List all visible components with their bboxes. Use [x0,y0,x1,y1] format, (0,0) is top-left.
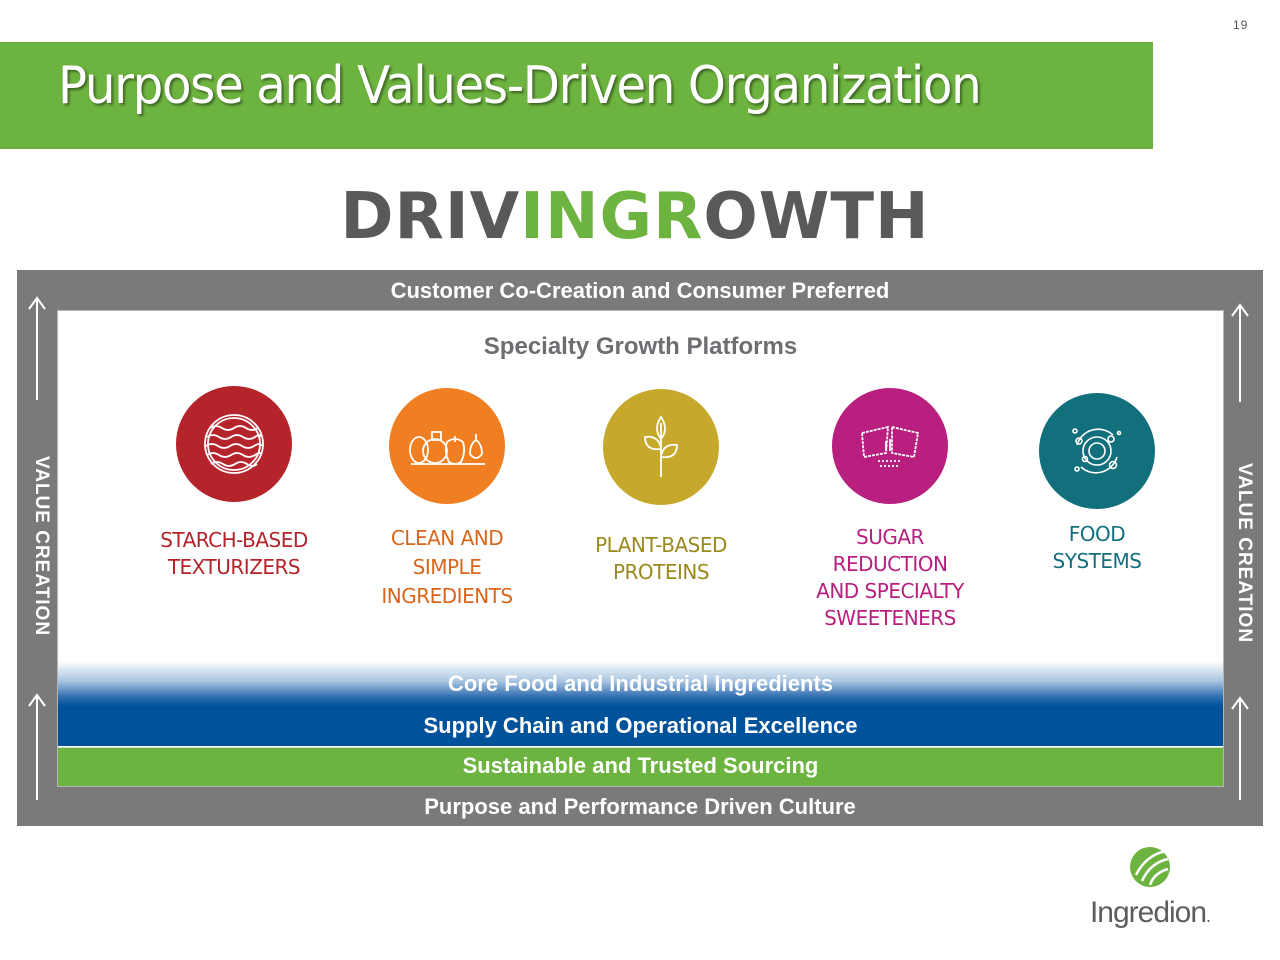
supply-chain-band: Supply Chain and Operational Excellence [58,706,1223,746]
supply-chain-label: Supply Chain and Operational Excellence [423,713,858,738]
slide-title: Purpose and Values-Driven Organization [58,56,982,116]
vegetables-icon [389,388,505,504]
page-number: 19 [1233,18,1249,32]
platform-clean-and-simple: CLEAN AND SIMPLE INGREDIENTS [337,388,557,611]
customer-co-creation-label: Customer Co-Creation and Consumer Prefer… [390,278,890,303]
up-arrow-icon [1230,302,1250,402]
up-arrow-icon [27,295,47,400]
driving-growth-tagline: DRIVINGROWTH [0,180,1270,254]
value-creation-frame: Customer Co-Creation and Consumer Prefer… [17,270,1263,826]
culture-label: Purpose and Performance Driven Culture [424,794,856,819]
up-arrow-icon [1230,695,1250,800]
platform-sugar-reduction: SUGAR REDUCTION AND SPECIALTY SWEETENERS [780,388,1000,632]
tagline-part-1: DRIV [340,180,521,254]
sprout-icon [603,389,719,505]
value-creation-label-left: VALUE CREATION [31,455,53,637]
sustainable-sourcing-band: Sustainable and Trusted Sourcing [58,747,1223,786]
tagline-part-2: INGR [520,180,704,254]
platform-label: FOOD SYSTEMS [1052,522,1142,573]
title-bar: Purpose and Values-Driven Organization [0,42,1153,149]
up-arrow-icon [27,692,47,800]
core-ingredients-label: Core Food and Industrial Ingredients [447,671,834,696]
platform-label: STARCH-BASED TEXTURIZERS [160,528,308,579]
platform-label: CLEAN AND SIMPLE INGREDIENTS [381,526,513,608]
core-ingredients-band: Core Food and Industrial Ingredients [58,661,1223,706]
platform-label: SUGAR REDUCTION AND SPECIALTY SWEETENERS [816,525,964,630]
platform-food-systems: FOOD SYSTEMS [987,393,1207,575]
platform-plant-based-proteins: PLANT-BASED PROTEINS [551,389,771,586]
food-systems-orbit-icon [1039,393,1155,509]
logo-suffix: . [1206,906,1211,926]
value-creation-label-right: VALUE CREATION [1234,462,1256,644]
sustainable-sourcing-label: Sustainable and Trusted Sourcing [462,753,819,778]
platform-starch-based-texturizers: STARCH-BASED TEXTURIZERS [124,386,344,581]
platforms-panel: Specialty Growth Platforms STARCH-BASED … [57,310,1224,787]
leaf-globe-icon [1130,847,1170,887]
platform-label: PLANT-BASED PROTEINS [595,533,727,584]
texture-wave-icon [176,386,292,502]
logo-wordmark: Ingredion [1089,896,1207,929]
sweetener-packet-icon [832,388,948,504]
tagline-part-3: OWTH [703,180,930,254]
specialty-growth-title: Specialty Growth Platforms [483,333,798,360]
ingredion-logo: Ingredion. [1080,845,1220,935]
